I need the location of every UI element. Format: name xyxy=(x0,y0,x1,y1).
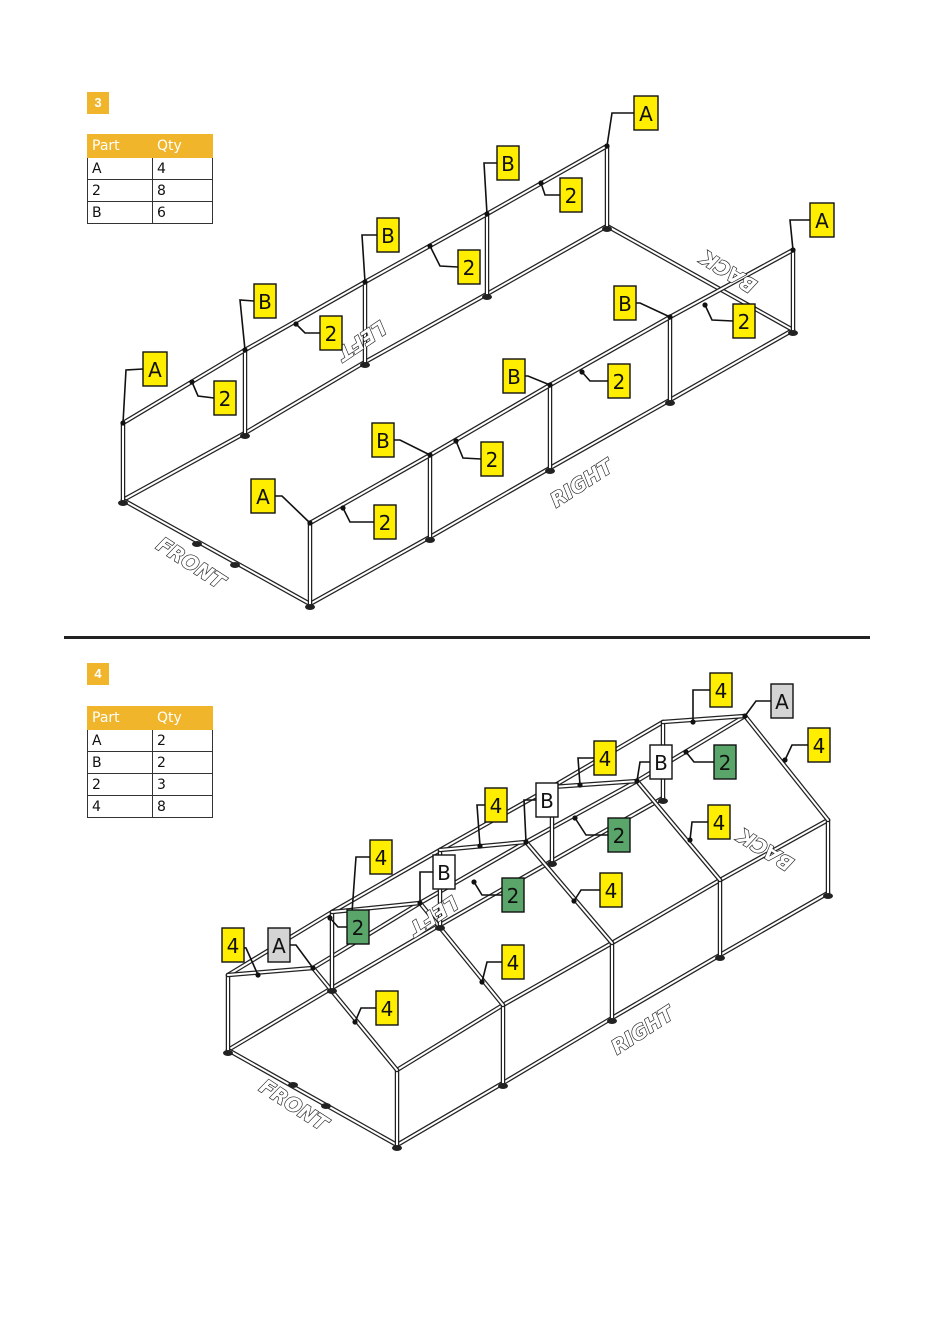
base-foot xyxy=(327,988,337,994)
callout-label: A xyxy=(272,934,286,958)
callout-point xyxy=(687,837,692,842)
callout-label: 4 xyxy=(381,997,394,1021)
frame-pipe-highlight xyxy=(720,893,828,955)
callout-label: 4 xyxy=(713,811,726,835)
frame-pipe-highlight xyxy=(503,1018,612,1083)
callout-label: B xyxy=(540,789,554,813)
base-foot xyxy=(715,955,725,961)
callout-label: 4 xyxy=(813,734,826,758)
callout-label: 4 xyxy=(375,846,388,870)
callout-label: 4 xyxy=(605,879,618,903)
frame-pipes xyxy=(228,716,828,1145)
callout-point xyxy=(479,979,484,984)
frame-pipe-highlight xyxy=(612,880,720,943)
callout-point xyxy=(417,900,422,905)
callout-leader xyxy=(482,962,502,982)
callout-point xyxy=(742,713,747,718)
base-foot xyxy=(658,798,668,804)
callout-label: B xyxy=(437,861,451,885)
callout-label: 4 xyxy=(507,951,520,975)
callout-leader xyxy=(686,752,714,762)
callout-label: 2 xyxy=(507,884,520,908)
callout-point xyxy=(352,1019,357,1024)
callout-leader xyxy=(785,745,808,760)
callout-point xyxy=(577,782,582,787)
callout-label: 4 xyxy=(715,679,728,703)
callout-point xyxy=(683,749,688,754)
callout-point xyxy=(571,898,576,903)
base-foot xyxy=(392,1145,402,1151)
callout-point xyxy=(255,972,260,977)
base-foot xyxy=(498,1083,508,1089)
callout-point xyxy=(634,778,639,783)
callout-label: A xyxy=(775,690,789,714)
callout-point xyxy=(471,879,476,884)
callout-label: 2 xyxy=(613,824,626,848)
callout-label: 4 xyxy=(490,794,503,818)
label-right: RIGHT xyxy=(607,1000,680,1059)
callout-label: 4 xyxy=(599,747,612,771)
frame-pipe-highlight xyxy=(526,842,612,943)
callout-point xyxy=(690,719,695,724)
callout-point xyxy=(310,965,315,970)
frame-pipe-highlight xyxy=(397,1005,503,1070)
callout-label: 2 xyxy=(352,916,365,940)
label-left: LEFT xyxy=(404,891,463,942)
callout-point xyxy=(572,815,577,820)
frame-pipe-highlight xyxy=(228,988,332,1050)
callout-point xyxy=(477,843,482,848)
callout-point xyxy=(327,915,332,920)
callout-leader xyxy=(690,822,708,840)
callout-point xyxy=(523,839,528,844)
base-foot xyxy=(547,861,557,867)
base-foot xyxy=(823,893,833,899)
callout-label: 2 xyxy=(719,751,732,775)
callout-label: B xyxy=(654,751,668,775)
base-foot xyxy=(223,1050,233,1056)
base-foot xyxy=(607,1018,617,1024)
callout-label: 4 xyxy=(227,934,240,958)
callout-leader xyxy=(574,890,600,901)
callout-leader xyxy=(745,701,771,716)
callout-point xyxy=(782,757,787,762)
frame-pipe-highlight xyxy=(397,1083,503,1145)
